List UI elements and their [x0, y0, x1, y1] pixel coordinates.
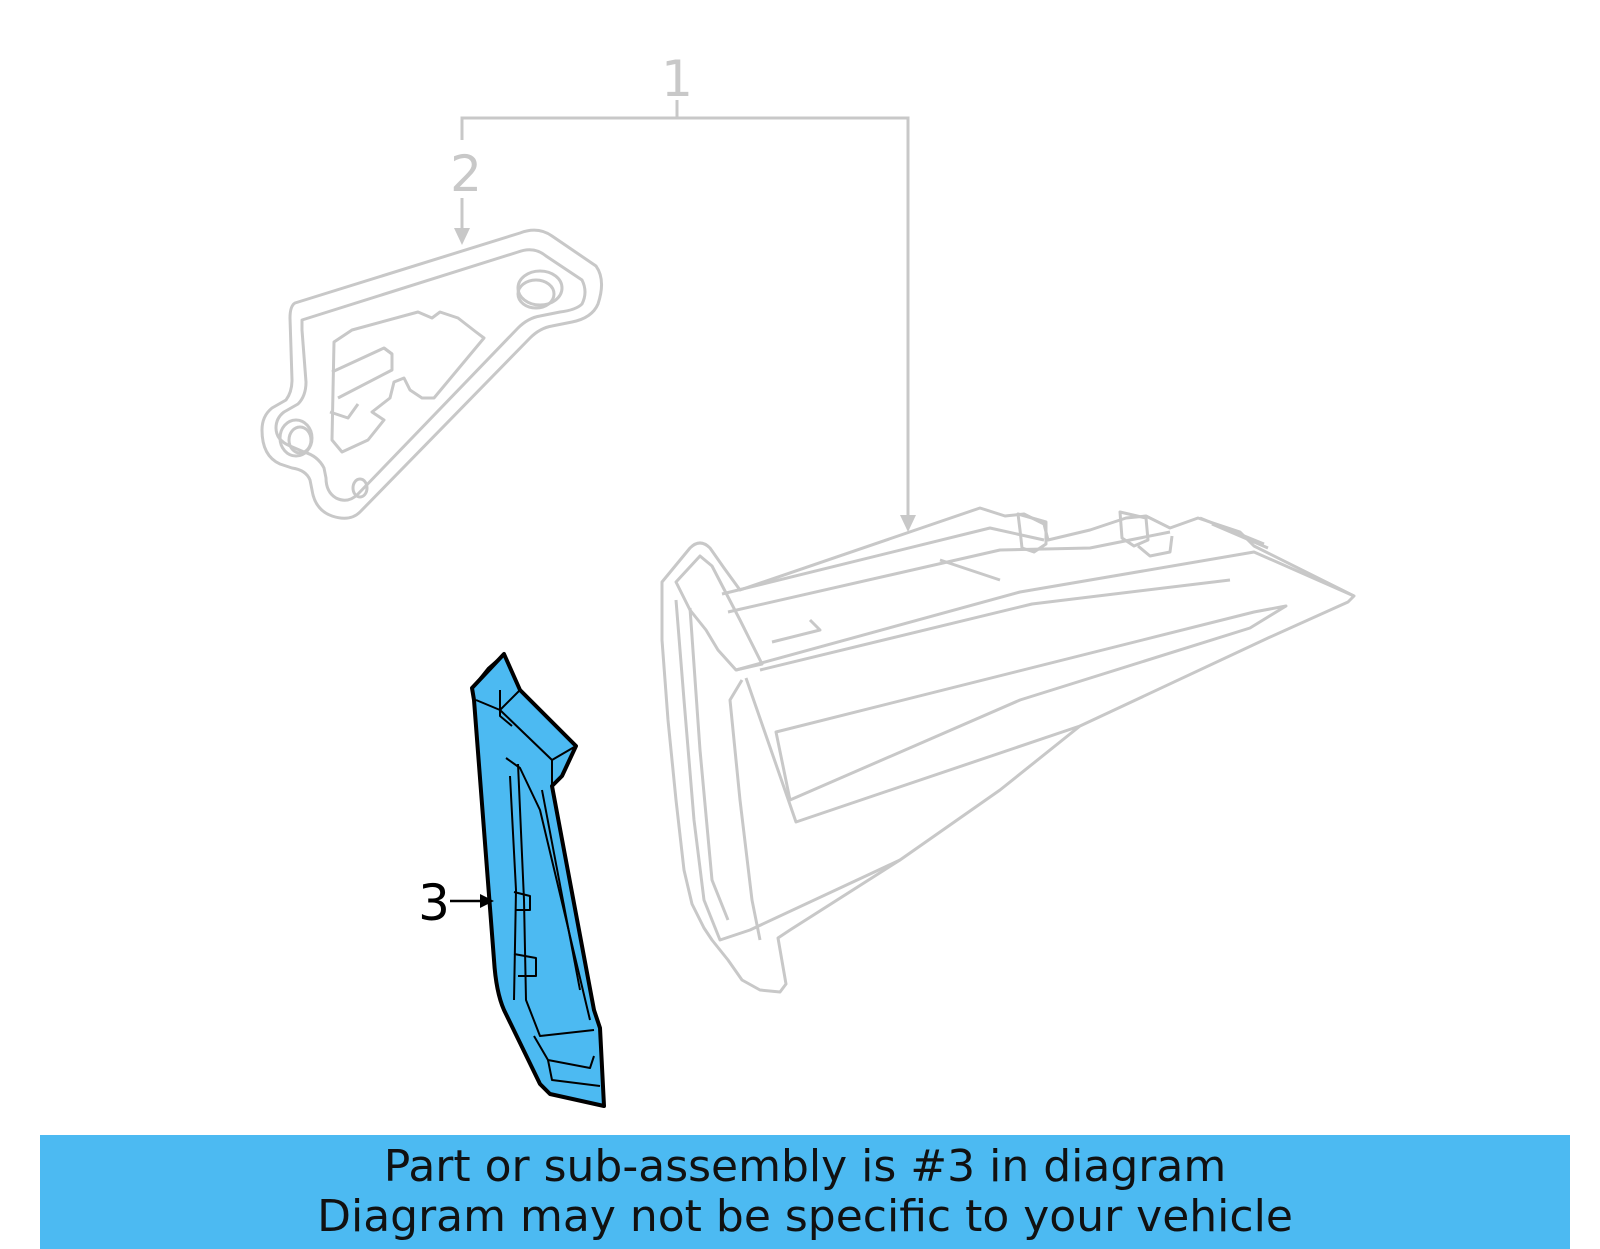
callout-3-label: 3 — [418, 874, 450, 932]
callout-1-arrowhead — [900, 515, 916, 532]
callout-2-label: 2 — [450, 145, 482, 203]
banner-line-part-number: Part or sub-assembly is #3 in diagram — [383, 1141, 1227, 1192]
callout-1-leader — [460, 100, 910, 515]
banner-line-disclaimer: Diagram may not be specific to your vehi… — [317, 1191, 1293, 1242]
callout-3-arrowhead — [480, 894, 494, 908]
callout-2-arrowhead — [454, 228, 470, 245]
info-banner: Part or sub-assembly is #3 in diagram Di… — [40, 1135, 1570, 1249]
part-1-lamp-assembly — [660, 506, 1356, 994]
callout-1-label: 1 — [661, 50, 693, 108]
part-2-bracket — [260, 228, 603, 520]
part-3-highlighted — [470, 652, 606, 1108]
